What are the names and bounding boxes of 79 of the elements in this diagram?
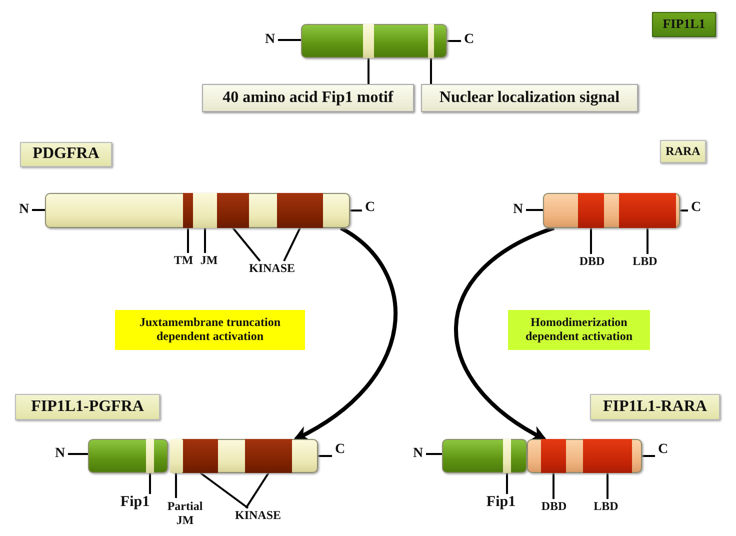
domain-label: Partial JM (160, 498, 210, 530)
leader-line (590, 228, 592, 254)
protein-name-box: FIP1L1-PGFRA (15, 394, 160, 420)
leader-line (187, 228, 189, 253)
domain-label-box: Nuclear localization signal (421, 84, 638, 112)
leader-line (283, 228, 301, 262)
leader-line (200, 472, 249, 509)
domain-segment (583, 439, 632, 473)
leader-line (32, 209, 45, 211)
protein-bar (442, 439, 527, 473)
leader-line (278, 39, 301, 41)
domain-label-box: 40 amino acid Fip1 motif (202, 84, 414, 112)
leader-line (447, 40, 461, 42)
leader-line (245, 472, 270, 509)
domain-label: LBD (629, 254, 661, 270)
leader-line (426, 453, 442, 455)
protein-name-box: PDGFRA (20, 142, 112, 167)
terminus-label: N (16, 201, 32, 219)
domain-label: Fip1 (478, 494, 524, 512)
protein-bar (170, 439, 318, 473)
leader-line (318, 455, 332, 457)
domain-segment (503, 439, 511, 473)
protein-bar (301, 24, 447, 58)
domain-label: TM (170, 253, 197, 269)
protein-name-box: FIP1L1-RARA (590, 394, 720, 420)
mechanism-box: Juxtamembrane truncation dependent activation (115, 310, 305, 350)
leader-line (68, 453, 88, 455)
terminus-label: N (52, 445, 68, 463)
domain-segment (245, 439, 292, 473)
leader-line (646, 228, 648, 254)
protein-name-box: RARA (660, 140, 706, 163)
curved-arrow (293, 226, 398, 441)
terminus-label: N (262, 31, 278, 49)
leader-line (552, 473, 554, 499)
leader-line (350, 210, 362, 212)
terminus-label: C (688, 199, 704, 217)
domain-label: LBD (590, 499, 622, 515)
domain-segment (193, 193, 217, 228)
protein-name-box: FIP1L1 (652, 12, 716, 37)
domain-segment (183, 193, 193, 228)
domain-segment (541, 439, 566, 473)
mechanism-box: Homodimerization dependent activation (508, 310, 650, 350)
protein-bar (527, 439, 642, 473)
domain-segment (183, 439, 218, 473)
domain-label: DBD (538, 499, 570, 515)
domain-segment (428, 24, 434, 58)
domain-segment (277, 193, 323, 228)
domain-segment (217, 193, 249, 228)
leader-line (606, 473, 608, 499)
domain-segment (363, 24, 374, 58)
terminus-label: N (410, 445, 426, 463)
protein-bar (88, 439, 168, 473)
leader-line (368, 58, 370, 84)
curved-arrow (454, 226, 555, 441)
leader-line (430, 58, 432, 84)
terminus-label: C (655, 441, 671, 459)
domain-segment (619, 193, 676, 228)
protein-bar (543, 193, 680, 228)
leader-line (680, 210, 688, 212)
protein-bar (45, 193, 350, 228)
domain-label: JM (196, 253, 222, 269)
domain-label: DBD (576, 254, 608, 270)
terminus-label: C (461, 31, 477, 49)
leader-line (526, 209, 543, 211)
domain-label: KINASE (228, 508, 288, 524)
domain-segment (146, 439, 154, 473)
domain-segment (170, 439, 182, 473)
leader-line (506, 473, 508, 494)
leader-line (232, 227, 261, 262)
domain-label: KINASE (243, 261, 301, 277)
leader-line (642, 455, 655, 457)
terminus-label: C (362, 199, 378, 217)
terminus-label: N (510, 201, 526, 219)
domain-label: Fip1 (112, 494, 158, 512)
leader-line (175, 473, 177, 498)
domain-segment (578, 193, 604, 228)
leader-line (204, 228, 206, 253)
leader-line (149, 473, 151, 494)
terminus-label: C (332, 441, 348, 459)
